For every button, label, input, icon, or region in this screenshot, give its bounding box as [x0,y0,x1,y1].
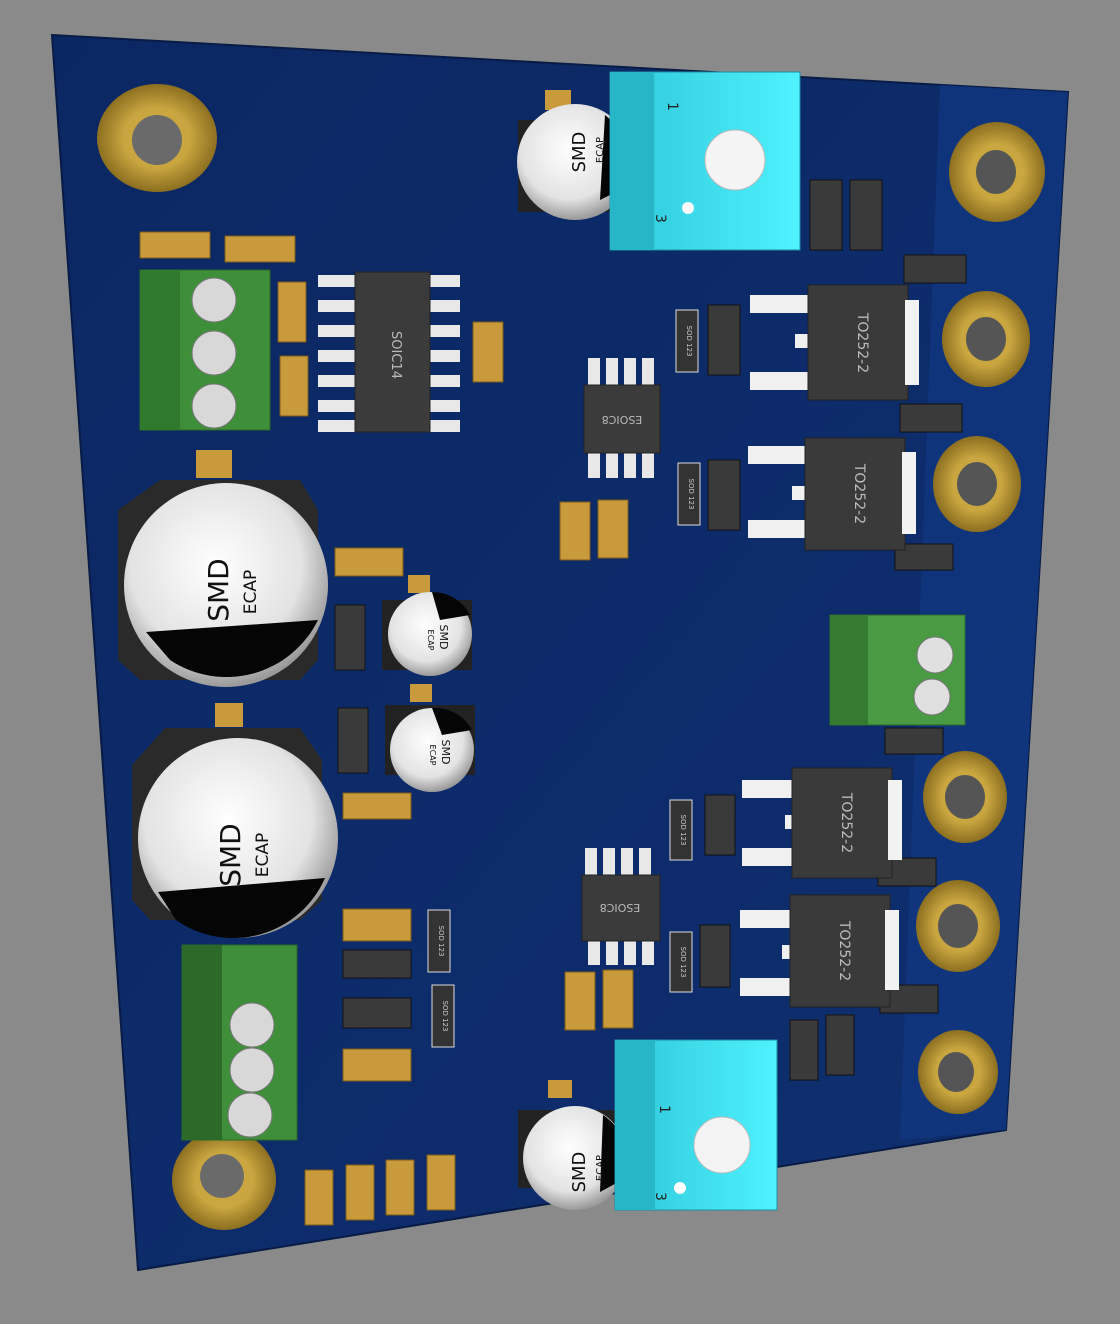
diode-sod123: SOD 123 [675,309,699,373]
trim-potentiometer: 1 3 [614,1039,778,1211]
cap-label-smd: SMD [214,823,247,887]
output-pad [933,436,1021,532]
ic-soic14: SOIC14 [318,271,460,433]
soic14-label: SOIC14 [388,331,403,379]
svg-text:ECAP: ECAP [595,137,606,163]
smd-resistor-array [334,179,967,1081]
diode-sod123: SOD 123 [431,984,455,1048]
diode-sod123: SOD 123 [669,931,693,993]
svg-text:SOD 123: SOD 123 [441,1001,449,1032]
pot-pin1-label: 1 [664,102,680,111]
terminal-block-3pin [139,269,271,431]
transistor-to252: TO252-2 [748,437,916,551]
svg-text:SMD: SMD [569,132,590,173]
diode-sod123: SOD 123 [677,462,701,526]
mounting-hole [97,84,217,192]
cap-label-ecap: ECAP [253,833,273,878]
transistor-to252: TO252-2 [740,894,899,1008]
svg-text:ECAP: ECAP [428,745,437,766]
to252-label: TO252-2 [851,463,867,524]
to252-label: TO252-2 [838,792,854,853]
ic-esoic8: ESOIC8 [581,848,661,965]
to252-label: TO252-2 [854,312,870,373]
smd-chip-array [139,231,634,1226]
to252-label: TO252-2 [836,920,852,981]
svg-text:ECAP: ECAP [426,630,435,651]
esoic8-label: ESOIC8 [602,413,643,426]
svg-text:SOD 123: SOD 123 [679,815,687,846]
output-pad [942,291,1030,387]
svg-text:SMD: SMD [569,1152,590,1193]
mounting-hole [918,1030,998,1114]
cap-label-ecap: ECAP [241,570,261,615]
terminal-block-3pin [181,944,298,1141]
svg-text:SOD 123: SOD 123 [437,926,445,957]
terminal-block-2pin [829,614,966,726]
svg-text:SMD: SMD [437,625,450,650]
mounting-hole [172,1130,276,1230]
ic-esoic8: ESOIC8 [583,358,661,478]
electrolytic-capacitor-large: SMD ECAP [132,703,338,939]
esoic8-label: ESOIC8 [600,901,641,914]
svg-text:SMD: SMD [439,740,452,765]
pot-pin3-label: 3 [652,214,668,223]
output-pad [923,751,1007,843]
electrolytic-capacitor-large: SMD ECAP [118,450,328,687]
pot-pin3-label: 3 [652,1192,668,1201]
output-pad [916,880,1000,972]
svg-text:ECAP: ECAP [595,1155,606,1181]
electrolytic-capacitor-small: SMD ECAP [385,684,475,792]
svg-text:SOD 123: SOD 123 [685,326,693,357]
diode-sod123: SOD 123 [427,909,451,973]
diode-sod123: SOD 123 [669,799,693,861]
trim-potentiometer: 1 3 [609,71,801,251]
cap-label-smd: SMD [202,558,235,622]
electrolytic-capacitor-small: SMD ECAP [382,575,472,676]
transistor-to252: TO252-2 [750,284,919,401]
svg-text:SOD 123: SOD 123 [679,947,687,978]
mounting-hole [949,122,1045,222]
svg-text:SOD 123: SOD 123 [687,479,695,510]
pot-pin1-label: 1 [656,1105,672,1114]
transistor-to252: TO252-2 [742,767,902,879]
